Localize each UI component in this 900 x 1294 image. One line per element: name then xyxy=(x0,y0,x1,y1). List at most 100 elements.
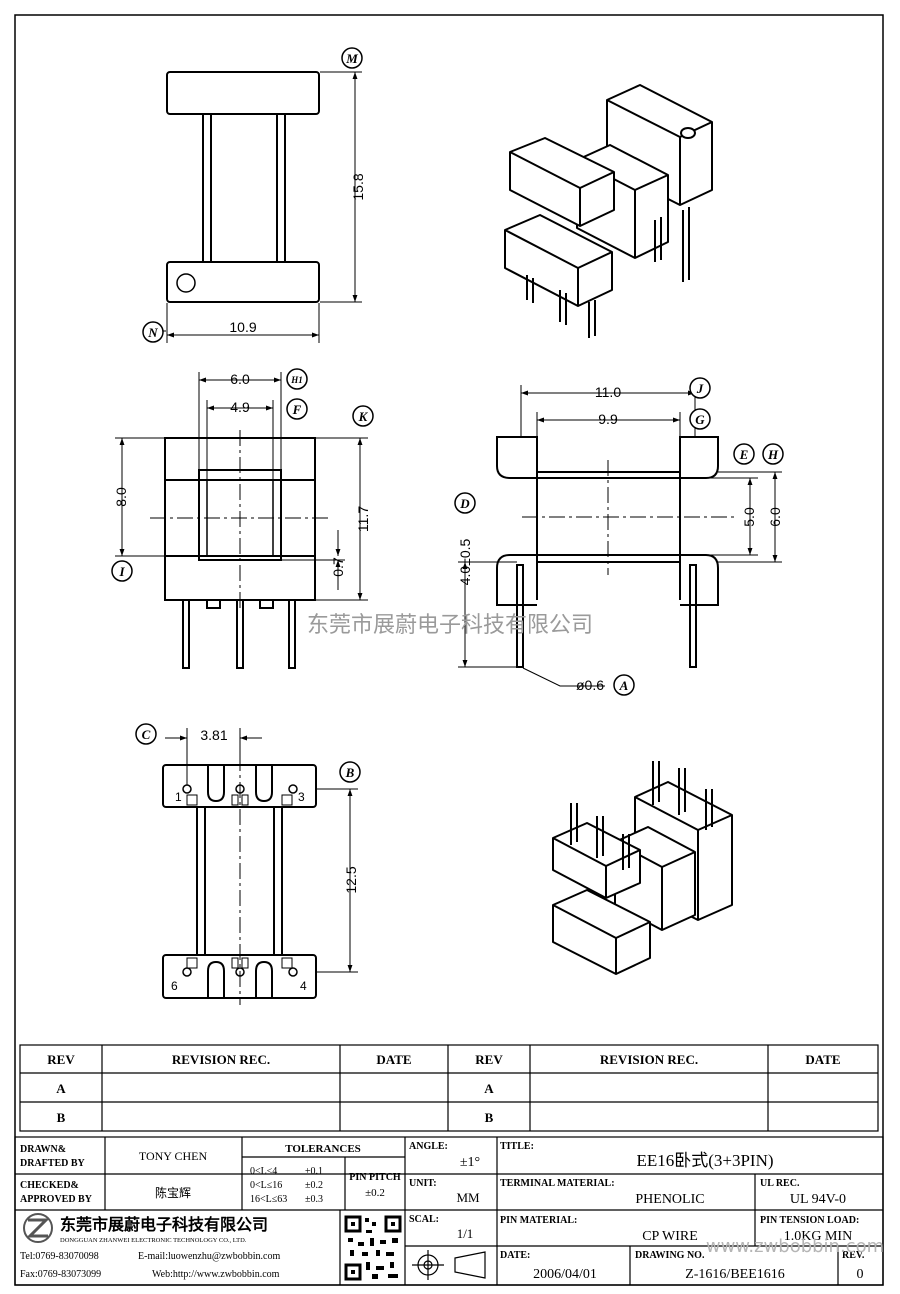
svg-text:J: J xyxy=(696,381,704,396)
dim-07: 0.7 xyxy=(330,557,346,577)
label-g: G xyxy=(689,408,711,430)
projection-symbol xyxy=(412,1250,486,1280)
label-d: D xyxy=(454,492,476,514)
dim-99: 9.9 xyxy=(598,411,618,427)
tolerances-label: TOLERANCES xyxy=(285,1143,361,1155)
svg-text:C: C xyxy=(142,727,151,742)
dim-50: 5.0 xyxy=(741,507,757,527)
watermark-company: 东莞市展蔚电子科技有限公司 xyxy=(307,613,593,638)
label-n: N xyxy=(142,321,164,343)
scale-value: 1/1 xyxy=(457,1226,474,1241)
svg-text:G: G xyxy=(695,412,705,427)
pin-number-6: 6 xyxy=(171,979,178,993)
pin-pitch-value: ±0.2 xyxy=(365,1187,385,1199)
tel: Tel:0769-83070098 xyxy=(20,1251,99,1262)
rev-header-1: REV xyxy=(47,1052,75,1067)
drawn-label-2: DRAFTED BY xyxy=(20,1158,86,1169)
label-f: F xyxy=(286,398,308,420)
scale-label: SCAL: xyxy=(409,1214,439,1225)
ul-value: UL 94V-0 xyxy=(790,1192,846,1207)
tension-label: PIN TENSION LOAD: xyxy=(760,1215,859,1226)
svg-text:M: M xyxy=(345,51,358,66)
dim-125: 12.5 xyxy=(343,866,359,893)
checked-label-2: APPROVED BY xyxy=(20,1194,93,1205)
dim-49: 4.9 xyxy=(230,399,250,415)
label-i: I xyxy=(111,560,133,582)
drawing-no-value: Z-1616/BEE1616 xyxy=(685,1267,785,1282)
terminal-material-label: TERMINAL MATERIAL: xyxy=(500,1178,615,1189)
unit-value: MM xyxy=(456,1190,480,1205)
label-h1: H1 xyxy=(286,368,308,390)
rev-rec-header-2: REVISION REC. xyxy=(600,1052,698,1067)
pin-number-4: 4 xyxy=(300,979,307,993)
sheet-border xyxy=(14,14,884,1286)
date-header-1: DATE xyxy=(376,1052,411,1067)
isometric-view-bottom xyxy=(552,761,733,975)
tol-value-2: ±0.2 xyxy=(305,1180,323,1191)
rev-header-2: REV xyxy=(475,1052,503,1067)
company-en: DONGGUAN ZHANWEI ELECTRONIC TECHNOLOGY C… xyxy=(60,1237,247,1244)
pin-number-1: 1 xyxy=(175,790,182,804)
dim-pitch: 3.81 xyxy=(200,727,227,743)
terminal-material-value: PHENOLIC xyxy=(635,1192,704,1207)
rev-label: REV. xyxy=(842,1250,865,1261)
label-h: H xyxy=(762,443,784,465)
company-logo xyxy=(23,1213,53,1243)
email: E-mail:luowenzhu@zwbobbin.com xyxy=(138,1251,280,1262)
front-view xyxy=(115,372,368,669)
label-c-bottom: C xyxy=(135,723,157,745)
dim-40: 4.0±0.5 xyxy=(457,538,473,585)
angle-label: ANGLE: xyxy=(409,1141,448,1152)
company-cn: 东莞市展蔚电子科技有限公司 xyxy=(60,1215,268,1234)
rev-value: 0 xyxy=(857,1267,864,1282)
top-view xyxy=(156,71,362,343)
ul-label: UL REC. xyxy=(760,1178,800,1189)
title-label: TITLE: xyxy=(500,1141,534,1152)
tol-range-1: 0<L≤4 xyxy=(250,1166,277,1177)
drawn-label-1: DRAWN& xyxy=(20,1144,66,1155)
label-e: E xyxy=(733,443,755,465)
side-view xyxy=(458,385,782,687)
svg-text:E: E xyxy=(739,447,749,462)
date-label: DATE: xyxy=(500,1250,530,1261)
svg-text:N: N xyxy=(147,325,158,340)
label-j: J xyxy=(689,377,711,399)
tol-range-3: 16<L≤63 xyxy=(250,1194,287,1205)
dim-117: 11.7 xyxy=(355,506,371,532)
bottom-view xyxy=(162,728,358,1005)
isometric-view-top xyxy=(504,84,713,338)
pin-material-value: CP WIRE xyxy=(642,1229,698,1244)
dim-60-front: 6.0 xyxy=(230,371,250,387)
rev-rec-header-1: REVISION REC. xyxy=(172,1052,270,1067)
dim-110: 11.0 xyxy=(595,384,621,400)
tol-range-2: 0<L≤16 xyxy=(250,1180,282,1191)
angle-value: ±1° xyxy=(460,1155,480,1170)
svg-text:B: B xyxy=(345,765,355,780)
rev-row-a-right: A xyxy=(484,1081,494,1096)
rev-row-b-right: B xyxy=(485,1110,494,1125)
unit-label: UNIT: xyxy=(409,1178,437,1189)
revision-table xyxy=(19,1044,879,1132)
tol-value-3: ±0.3 xyxy=(305,1194,323,1205)
rev-row-b-left: B xyxy=(57,1110,66,1125)
title-value: EE16卧式(3+3PIN) xyxy=(636,1151,773,1170)
label-k: K xyxy=(352,405,374,427)
tension-value: 1.0KG MIN xyxy=(784,1229,852,1244)
checked-value: 陈宝辉 xyxy=(155,1185,191,1200)
svg-text:K: K xyxy=(358,409,369,424)
pin-material-label: PIN MATERIAL: xyxy=(500,1215,577,1226)
svg-text:A: A xyxy=(619,678,629,693)
web: Web:http://www.zwbobbin.com xyxy=(152,1269,280,1280)
dim-height-158: 15.8 xyxy=(350,173,366,200)
label-m: M xyxy=(341,47,363,69)
fax: Fax:0769-83073099 xyxy=(20,1269,101,1280)
dim-80: 8.0 xyxy=(113,487,129,507)
dim-width-109: 10.9 xyxy=(229,319,256,335)
label-b-bottom: B xyxy=(339,761,361,783)
svg-text:I: I xyxy=(118,564,125,579)
drawn-value: TONY CHEN xyxy=(139,1149,208,1163)
date-header-2: DATE xyxy=(805,1052,840,1067)
title-block xyxy=(14,1136,884,1286)
svg-text:H1: H1 xyxy=(290,375,303,385)
